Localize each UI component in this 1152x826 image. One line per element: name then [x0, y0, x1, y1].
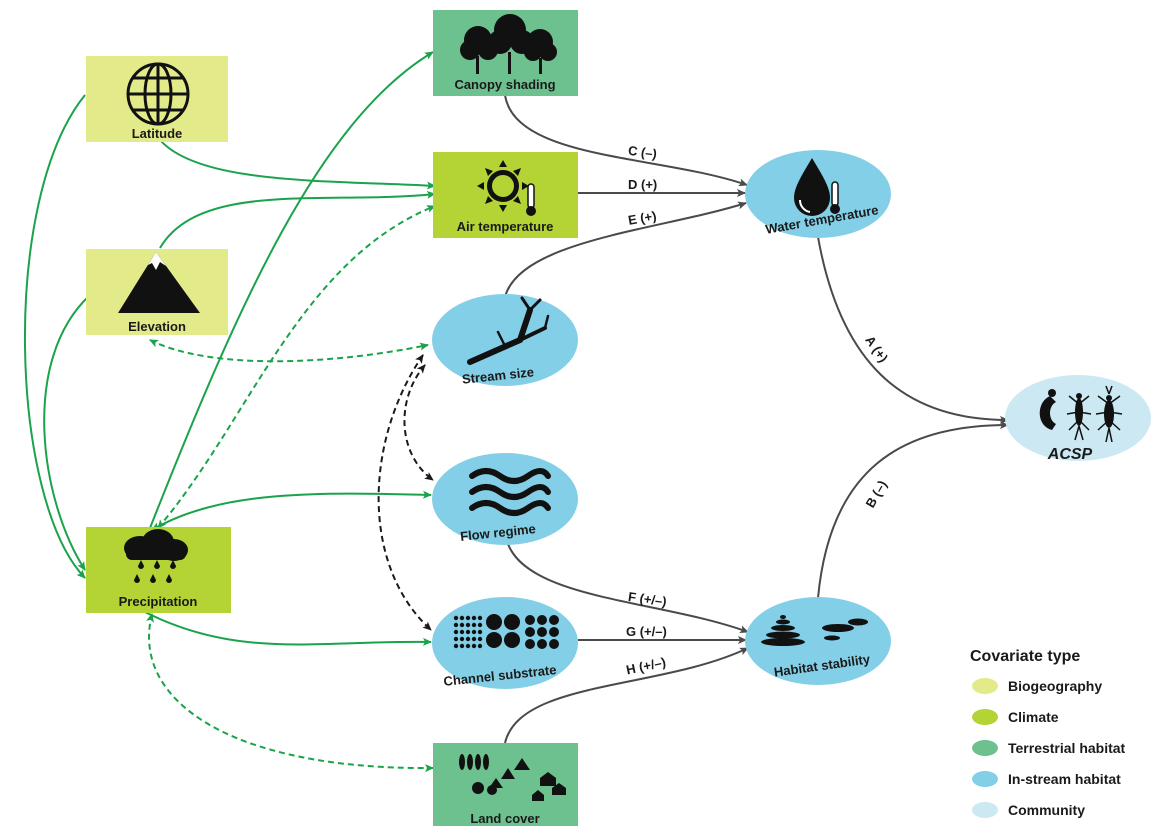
node-air-temperature[interactable]: Air temperature — [433, 152, 578, 238]
node-label-land-cover: Land cover — [470, 811, 539, 826]
node-stream-size[interactable]: Stream size — [432, 294, 578, 387]
legend-item-climate: Climate — [972, 709, 1059, 725]
arrow-e-stream-size-to-water-temperature — [504, 201, 747, 298]
branch-icon — [467, 296, 550, 365]
node-water-temperature[interactable]: Water temperature — [745, 150, 891, 238]
legend-label-biogeography: Biogeography — [1008, 678, 1102, 694]
path-label-c: C (–) — [627, 143, 658, 162]
legend-label-community: Community — [1008, 802, 1085, 818]
mountain-icon — [118, 252, 200, 313]
arrow-elevation-to-precipitation — [43, 294, 91, 571]
rain-cloud-icon — [124, 529, 188, 583]
node-elevation[interactable]: Elevation — [86, 249, 228, 335]
node-canopy-shading[interactable]: Canopy shading — [433, 10, 578, 96]
stacked-stones-icon — [761, 615, 868, 646]
legend-title: Covariate type — [970, 648, 1080, 665]
node-latitude[interactable]: Latitude — [86, 56, 228, 142]
arrow-stream-size-channel-substrate-dashed — [377, 354, 432, 631]
arrow-latitude-to-air-temperature — [159, 139, 436, 190]
arrows — [24, 51, 1009, 773]
legend-item-biogeography: Biogeography — [972, 678, 1102, 694]
node-channel-substrate[interactable]: Channel substrate — [432, 597, 578, 689]
legend-item-terrestrial-habitat: Terrestrial habitat — [972, 740, 1126, 756]
water-drop-thermometer-icon — [794, 158, 840, 216]
node-label-latitude: Latitude — [132, 126, 183, 141]
arrow-f-flow-regime-to-habitat-stability — [507, 543, 749, 634]
arrow-precipitation-flow-regime — [151, 490, 432, 531]
arrow-a-water-temperature-to-acsp — [817, 236, 1009, 424]
node-label-acsp: ACSP — [1047, 446, 1093, 463]
substrate-icon — [453, 614, 559, 649]
path-label-e: E (+) — [627, 208, 658, 228]
arrow-elevation-stream-size-dashed — [149, 339, 429, 363]
sun-thermometer-icon — [477, 160, 536, 216]
legend-label-terrestrial-habitat: Terrestrial habitat — [1008, 740, 1126, 756]
insects-icon — [1039, 385, 1123, 443]
arrow-latitude-to-precipitation — [24, 94, 86, 579]
node-habitat-stability[interactable]: Habitat stability — [745, 597, 891, 685]
globe-icon — [126, 62, 190, 126]
arrow-precipitation-air-temperature-dashed — [157, 205, 436, 529]
path-label-f: F (+/–) — [627, 589, 667, 609]
node-label-air-temperature: Air temperature — [457, 219, 554, 234]
arrow-h-land-cover-to-habitat-stability — [504, 647, 749, 744]
legend-item-in-stream-habitat: In-stream habitat — [972, 771, 1121, 787]
node-land-cover[interactable]: Land cover — [433, 743, 578, 826]
path-label-g: G (+/–) — [626, 624, 667, 639]
arrow-b-habitat-stability-to-acsp — [817, 421, 1009, 599]
waves-icon — [469, 468, 551, 516]
trees-icon — [460, 14, 557, 74]
node-precipitation[interactable]: Precipitation — [86, 527, 231, 613]
arrow-stream-size-flow-regime-dashed — [403, 364, 434, 481]
legend: Covariate type Biogeography Climate Terr… — [970, 648, 1126, 818]
legend-label-in-stream-habitat: In-stream habitat — [1008, 771, 1121, 787]
arrow-precipitation-to-channel-substrate — [144, 611, 432, 646]
node-label-precipitation: Precipitation — [119, 594, 198, 609]
node-label-elevation: Elevation — [128, 319, 186, 334]
arrow-c-canopy-to-water-temperature — [504, 94, 748, 187]
path-label-b: B (–) — [862, 478, 889, 511]
arrow-precipitation-land-cover-dashed — [146, 613, 434, 773]
path-label-d: D (+) — [628, 177, 657, 192]
node-acsp[interactable]: ACSP — [1005, 375, 1151, 463]
land-cover-icon — [459, 754, 566, 801]
legend-item-community: Community — [972, 802, 1085, 818]
node-label-canopy-shading: Canopy shading — [454, 77, 555, 92]
node-flow-regime[interactable]: Flow regime — [432, 453, 578, 545]
arrow-elevation-to-air-temperature — [159, 190, 436, 249]
legend-label-climate: Climate — [1008, 709, 1059, 725]
